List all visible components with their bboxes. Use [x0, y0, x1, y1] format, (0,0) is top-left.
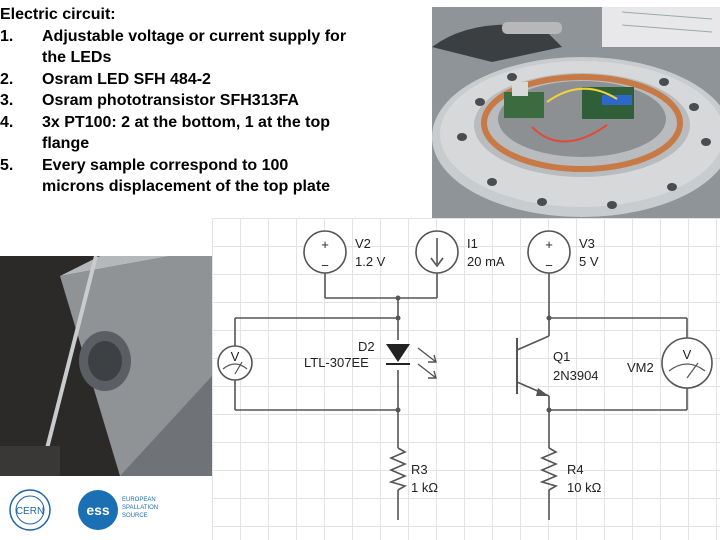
ess-logo-mark: ess	[86, 502, 110, 518]
notes-item-text: Osram phototransistor SFH313FA	[42, 92, 299, 109]
v2-minus: −	[321, 258, 329, 273]
d2-name: D2	[358, 339, 375, 354]
logo-strip: CERN ess EUROPEAN SPALLATION SOURCE	[0, 478, 212, 540]
flange-photo	[432, 7, 720, 225]
junctions	[395, 295, 552, 413]
notes-heading: Electric circuit:	[0, 6, 116, 23]
notes-item: 2. Osram LED SFH 484-2	[0, 69, 350, 91]
notes-item-text: Every sample correspond to 100 microns d…	[42, 156, 331, 196]
cern-logo: CERN	[9, 489, 51, 531]
r4-resistor: R4 10 kΩ	[539, 447, 602, 495]
notes-item-text: Adjustable voltage or current supply for…	[42, 27, 347, 67]
v2-value: 1.2 V	[355, 254, 386, 269]
d2-led: D2 LTL-307EE	[304, 339, 437, 379]
notes-list: 1. Adjustable voltage or current supply f…	[0, 26, 350, 198]
r3-resistor: R3 1 kΩ	[388, 447, 438, 495]
v3-plus: +	[545, 237, 553, 252]
cern-logo-text: CERN	[16, 506, 44, 517]
voltmeter-left: V	[217, 345, 253, 381]
v2-voltage-source: + − V2 1.2 V	[303, 230, 386, 274]
q1-part: 2N3904	[553, 368, 599, 383]
notes-item: 3. Osram phototransistor SFH313FA	[0, 90, 350, 112]
wires	[234, 273, 688, 520]
vm2-name: VM2	[627, 360, 654, 375]
v2-name: V2	[355, 236, 371, 251]
r3-value: 1 kΩ	[411, 480, 438, 495]
ess-logo-line1: EUROPEAN	[122, 497, 156, 503]
bracket-photo-image	[0, 256, 212, 476]
q1-transistor: Q1 2N3904	[516, 335, 599, 397]
notes-item-number: 2.	[0, 70, 14, 88]
i1-current-source: I1 20 mA	[415, 230, 505, 274]
ess-logo-line2: SPALLATION	[122, 505, 158, 511]
ess-logo-line3: SOURCE	[122, 513, 148, 519]
q1-name: Q1	[553, 349, 570, 364]
vm2-symbol: V	[683, 347, 692, 362]
circuit-schematic: + − V2 1.2 V I1 20 mA + − V3 5 V	[212, 218, 720, 540]
i1-name: I1	[467, 236, 478, 251]
v3-name: V3	[579, 236, 595, 251]
schematic-drawing: + − V2 1.2 V I1 20 mA + − V3 5 V	[217, 230, 713, 520]
i1-value: 20 mA	[467, 254, 505, 269]
notes-item-text: Osram LED SFH 484-2	[42, 70, 211, 88]
v3-minus: −	[545, 258, 553, 273]
notes-item-number: 5.	[0, 156, 14, 174]
notes-item-number: 4.	[0, 113, 14, 131]
circuit-notes: Electric circuit: 1. Adjustable voltage o…	[0, 4, 350, 198]
notes-item: 1. Adjustable voltage or current supply f…	[0, 26, 350, 69]
notes-item-number: 1.	[0, 27, 14, 45]
notes-item-number: 3.	[0, 92, 14, 109]
flange-photo-image	[432, 7, 720, 225]
vm2-voltmeter: V VM2	[627, 337, 713, 389]
v2-plus: +	[321, 237, 329, 252]
voltmeter-left-symbol: V	[231, 349, 240, 364]
bracket-photo	[0, 256, 212, 476]
r4-name: R4	[567, 462, 584, 477]
d2-light-arrows	[417, 347, 437, 379]
v3-value: 5 V	[579, 254, 599, 269]
logos-drawing: CERN ess EUROPEAN SPALLATION SOURCE	[9, 489, 158, 531]
r4-value: 10 kΩ	[567, 480, 602, 495]
v3-voltage-source: + − V3 5 V	[527, 230, 599, 274]
notes-item-text: 3x PT100: 2 at the bottom, 1 at the top …	[42, 113, 331, 153]
ess-logo: ess EUROPEAN SPALLATION SOURCE	[78, 490, 158, 530]
notes-item: 5. Every sample correspond to 100 microns…	[0, 155, 350, 198]
d2-part: LTL-307EE	[304, 355, 369, 370]
r3-name: R3	[411, 462, 428, 477]
notes-item: 4. 3x PT100: 2 at the bottom, 1 at the to…	[0, 112, 350, 155]
